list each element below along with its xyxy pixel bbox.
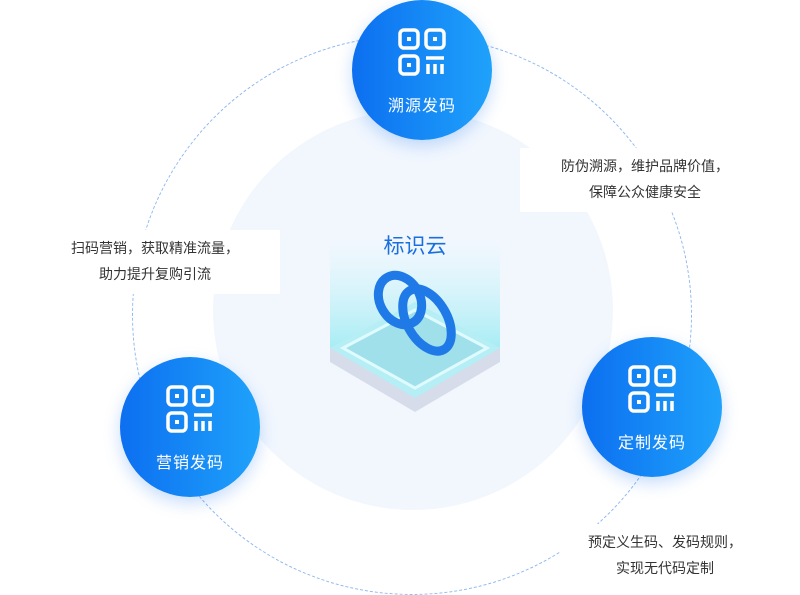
note-line: 防伪溯源，维护品牌价值， [561, 159, 729, 175]
note-marketing: 扫码营销，获取精准流量， 助力提升复购引流 [30, 230, 280, 294]
qr-code-icon [398, 28, 446, 76]
note-trace: 防伪溯源，维护品牌价值， 保障公众健康安全 [520, 148, 770, 212]
cloud-platform-illustration [330, 240, 500, 412]
node-custom-code[interactable]: 定制发码 [582, 337, 722, 477]
node-marketing-code[interactable]: 营销发码 [120, 357, 260, 497]
note-line: 保障公众健康安全 [589, 185, 701, 201]
center-title: 标识云 [383, 234, 447, 258]
note-line: 实现无代码定制 [616, 561, 714, 577]
qr-code-icon [628, 365, 676, 413]
note-line: 助力提升复购引流 [99, 267, 211, 283]
note-custom: 预定义生码、发码规则， 实现无代码定制 [560, 524, 770, 588]
node-label: 溯源发码 [387, 96, 456, 115]
node-trace-code[interactable]: 溯源发码 [352, 0, 492, 140]
node-label: 定制发码 [617, 433, 686, 452]
qr-code-icon [166, 385, 214, 433]
note-line: 扫码营销，获取精准流量， [71, 241, 239, 257]
note-line: 预定义生码、发码规则， [588, 535, 742, 551]
node-label: 营销发码 [155, 453, 224, 472]
